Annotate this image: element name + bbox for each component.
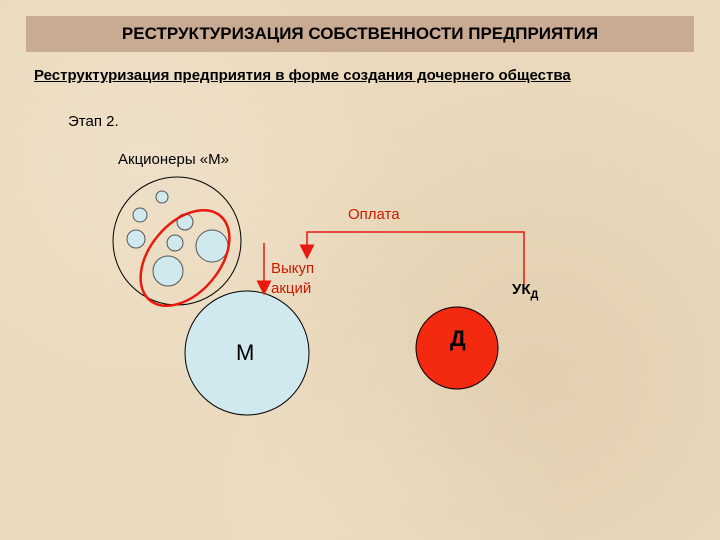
shareholder-circle [195, 229, 229, 263]
selected-shareholders-ellipse [139, 208, 231, 308]
shareholder-circle [132, 207, 148, 223]
company-d-circle [415, 306, 499, 390]
uk-label-subscript: Д [530, 289, 539, 301]
buyback-label-line1: Выкуп [271, 260, 315, 277]
uk-label-text: УК [512, 281, 531, 298]
title-bar: РЕСТРУКТУРИЗАЦИЯ СОБСТВЕННОСТИ ПРЕДПРИЯТ… [26, 16, 694, 52]
subtitle: Реструктуризация предприятия в форме соз… [34, 67, 571, 84]
page-title: РЕСТРУКТУРИЗАЦИЯ СОБСТВЕННОСТИ ПРЕДПРИЯТ… [121, 24, 599, 43]
shareholder-circle [152, 255, 184, 287]
buyback-label-line2: акций [271, 280, 312, 297]
company-m-label: М [236, 340, 255, 365]
company-d-label: Д [450, 326, 466, 351]
shareholder-circle [126, 229, 146, 249]
buyback-label: Выкуп акций [271, 259, 314, 299]
company-m-circle [184, 290, 310, 416]
shareholder-circle [155, 190, 169, 204]
payment-arrow [299, 231, 525, 284]
uk-label: УКД [512, 281, 538, 301]
shareholder-circle [166, 234, 184, 252]
payment-label: Оплата [348, 206, 400, 223]
stage-label: Этап 2. [68, 113, 119, 130]
shareholders-label: Акционеры «М» [118, 151, 229, 168]
